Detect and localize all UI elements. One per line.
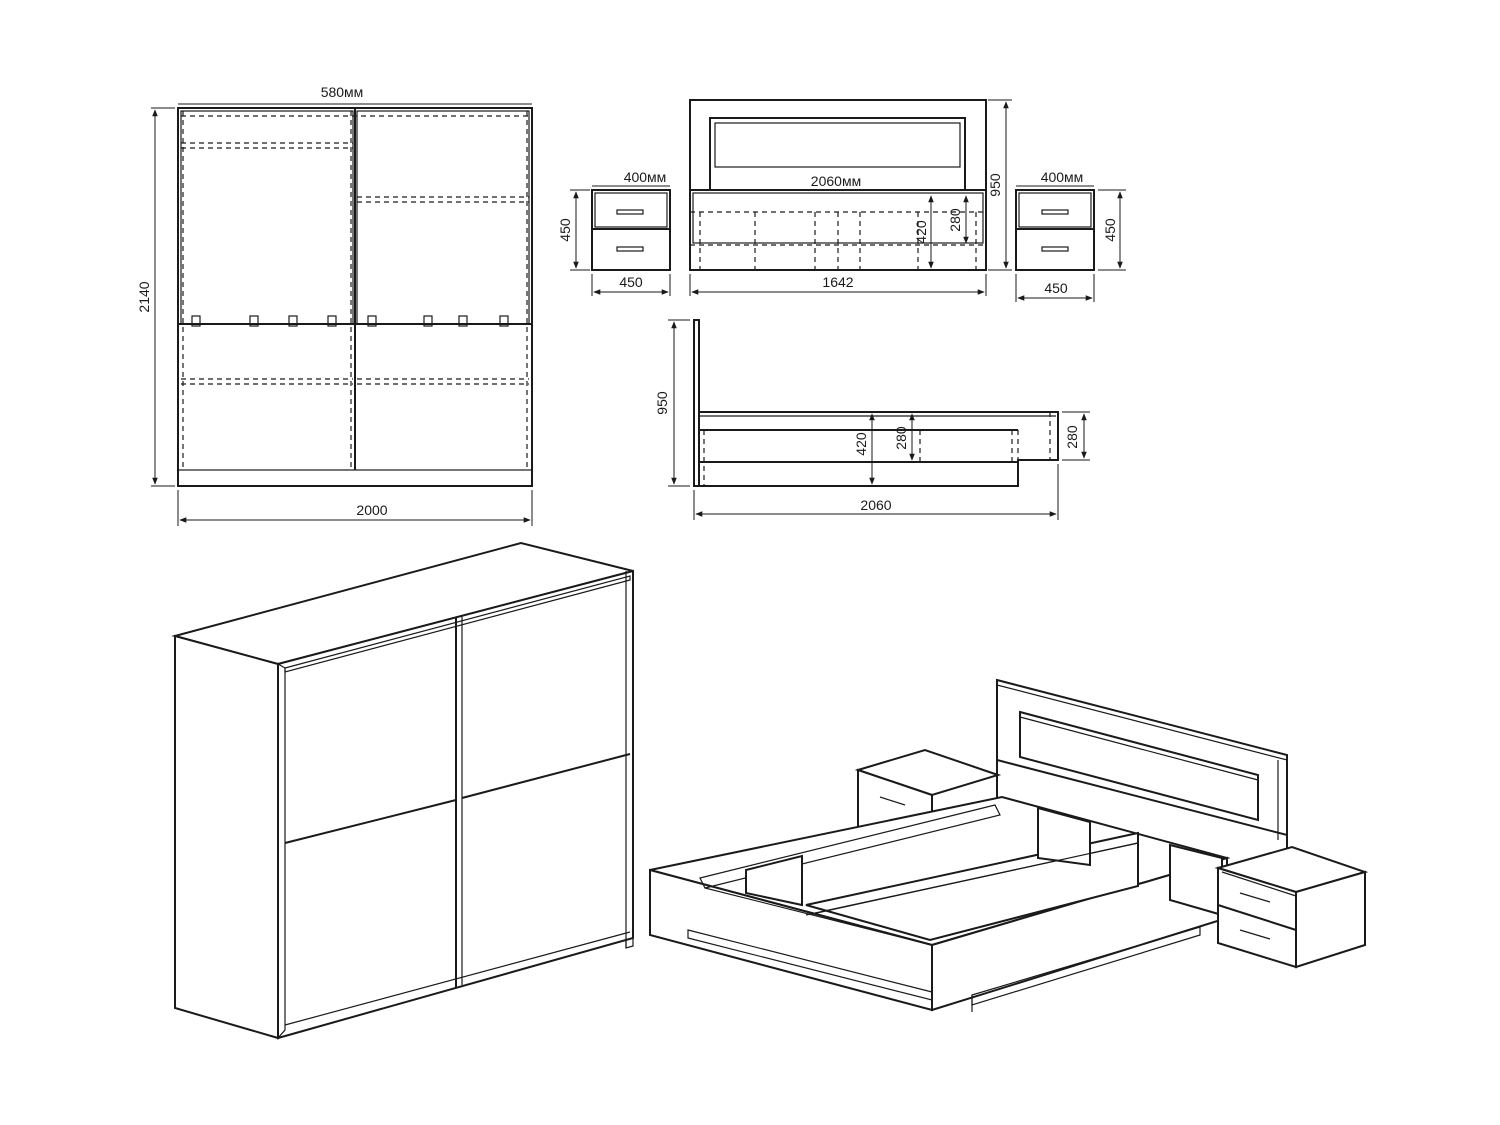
bed-frame-height-label: 420 <box>913 220 929 244</box>
nightstand-left-front-view: 400мм 450 450 <box>557 169 671 296</box>
headboard-panel <box>714 122 961 168</box>
drawer-handle <box>1041 209 1069 215</box>
nightstand-left-height-label: 450 <box>557 218 573 242</box>
bed-side-frame-height-label: 420 <box>853 432 869 456</box>
bed-side-end-height-label: 280 <box>1064 425 1080 449</box>
wardrobe-depth-label: 580мм <box>321 84 364 100</box>
nightstand-right-width-label: 450 <box>1044 280 1068 296</box>
hanger-clips <box>191 315 509 327</box>
bed-side-length-label: 2060 <box>860 497 891 513</box>
wardrobe-width-label: 2000 <box>356 502 387 518</box>
wardrobe-front-view: 580мм 2140 2000 <box>136 84 533 526</box>
bed-side-view: 950 420 280 280 2060 <box>654 319 1090 520</box>
nightstand-right-depth-label: 400мм <box>1041 169 1084 185</box>
drawer-handle <box>616 209 644 215</box>
bed-rail-height-label: 280 <box>947 208 963 232</box>
bed-front-view: 2060мм 950 420 280 1642 <box>689 99 1012 296</box>
headboard-isometric <box>996 678 1288 880</box>
drawer-handle <box>1041 246 1069 252</box>
bed-side-height-label: 950 <box>654 391 670 415</box>
nightstand-right-isometric <box>1214 845 1369 969</box>
nightstand-left-width-label: 450 <box>619 274 643 290</box>
nightstand-right-front-view: 400мм 450 450 <box>1015 169 1126 302</box>
bed-frame-isometric <box>649 795 1231 1012</box>
bed-isometric-view <box>649 678 1369 1012</box>
nightstand-right-height-label: 450 <box>1102 218 1118 242</box>
drawer-handle <box>616 246 644 252</box>
bed-width-label: 1642 <box>822 274 853 290</box>
nightstand-left-depth-label: 400мм <box>624 169 667 185</box>
bed-height-label: 950 <box>987 173 1003 197</box>
bed-side-rail-height-label: 280 <box>893 426 909 450</box>
bed-length-label: 2060мм <box>811 173 861 189</box>
wardrobe-height-label: 2140 <box>136 281 152 312</box>
wardrobe-isometric-view <box>171 541 634 1040</box>
